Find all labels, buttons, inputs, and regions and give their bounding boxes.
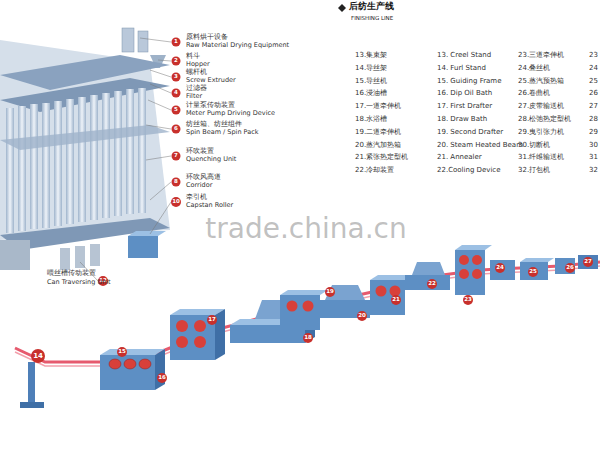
table-cell: 27 [589, 103, 598, 111]
table-cell: 17.一道牵伸机 [355, 103, 401, 111]
table-cell: 20. Steam Heated Beam [437, 142, 523, 150]
table-cell: 16. Dip Oil Bath [437, 90, 492, 98]
table-cell: 15.导丝机 [355, 78, 387, 86]
callout-number: 3 [174, 74, 178, 80]
part-name-en: Quenching Unit [186, 156, 236, 163]
table-cell: 25.蒸汽预热箱 [518, 78, 564, 86]
part-name-en: Capstan Roller [186, 202, 233, 209]
table-cell: 23 [589, 52, 598, 60]
callout-number: 25 [529, 269, 537, 275]
part-name-zh: 原料烘干设备 [186, 34, 228, 41]
table-cell: 18.水浴槽 [355, 116, 387, 124]
table-cell: 26.卷曲机 [518, 90, 550, 98]
machine-callouts [31, 257, 593, 383]
callout-number: 5 [174, 107, 178, 113]
table-cell: 25 [589, 78, 598, 86]
part-name-en: Hopper [186, 61, 210, 68]
table-cell: 13. Creel Stand [437, 52, 491, 60]
table-cell: 26 [589, 90, 598, 98]
callout-number: 6 [174, 126, 178, 132]
table-cell: 30.切断机 [518, 142, 550, 150]
callout-number: 24 [496, 265, 504, 271]
part-name-en: Raw Material Drying Equipment [186, 42, 289, 49]
callout-number: 1 [174, 39, 178, 45]
part-name-en: Screw Extruder [186, 77, 236, 84]
table-cell: 30 [589, 142, 598, 150]
part-name-zh: 环吹装置 [186, 148, 214, 155]
title-bullet [338, 4, 346, 12]
table-cell: 32.打包机 [518, 167, 550, 175]
production-line [15, 245, 600, 408]
table-cell: 31 [589, 154, 598, 162]
callout-number: 23 [464, 297, 472, 303]
callout-number: 26 [566, 265, 574, 271]
callout-number: 4 [174, 90, 178, 96]
part-name-zh: 料斗 [186, 53, 200, 60]
table-cell: 31.纤维输送机 [518, 154, 564, 162]
part-name-zh: 过滤器 [186, 85, 207, 92]
callout-number: 17 [208, 317, 216, 323]
table-cell: 22.冷却装置 [355, 167, 394, 175]
table-cell: 24 [589, 65, 598, 73]
callout-number: 16 [158, 375, 166, 381]
part-name-en: Spin Beam / Spin Pack [186, 129, 259, 136]
table-cell: 28 [589, 116, 598, 124]
part-name-en: Filter [186, 93, 202, 100]
table-cell: 23.三道牵伸机 [518, 52, 564, 60]
table-cell: 29 [589, 129, 598, 137]
spinning-tower [0, 28, 170, 270]
part-name-zh: 喂丝槽传动装置 [47, 270, 96, 277]
table-cell: 18. Draw Bath [437, 116, 487, 124]
table-cell: 14.导丝架 [355, 65, 387, 73]
table-cell: 28.松弛热定型机 [518, 116, 571, 124]
callout-number: 15 [118, 349, 126, 355]
table-cell: 19.二道牵伸机 [355, 129, 401, 137]
callout-number: 8 [174, 179, 178, 185]
table-cell: 16.浸油槽 [355, 90, 387, 98]
callout-number: 10 [172, 199, 180, 205]
table-cell: 21. Annealer [437, 154, 482, 162]
part-name-zh: 计量泵传动装置 [186, 102, 235, 109]
part-name-en: Can Traversing Unit [47, 279, 111, 286]
table-cell: 21.紧张热定型机 [355, 154, 408, 162]
callout-number: 18 [304, 335, 312, 341]
callout-number: 20 [358, 313, 366, 319]
callout-number: 21 [392, 297, 400, 303]
table-cell: 22.Cooling Device [437, 167, 501, 175]
table-cell: 29.曳引张力机 [518, 129, 564, 137]
part-name-zh: 牵引机 [186, 194, 207, 201]
callout-number: 2 [174, 58, 178, 64]
table-cell: 27.皮带输送机 [518, 103, 564, 111]
callout-number: 22 [428, 281, 436, 287]
callout-number: 14 [33, 353, 43, 360]
subtitle: FINISHING LINE [351, 15, 393, 21]
callout-number: 27 [584, 259, 592, 265]
part-name-en: Corridor [186, 182, 212, 189]
table-cell: 14. Furl Stand [437, 65, 486, 73]
part-name-zh: 环吹风高道 [186, 174, 221, 181]
table-cell: 13.集束架 [355, 52, 387, 60]
callout-number: 7 [174, 153, 178, 159]
part-name-en: Meter Pump Driving Device [186, 110, 275, 117]
watermark: trade.china.cn [205, 215, 406, 243]
leader-lines [80, 38, 171, 281]
table-cell: 19. Second Drafter [437, 129, 503, 137]
watermark-backdrop [196, 214, 416, 244]
table-cell: 24.叠丝机 [518, 65, 550, 73]
part-name-zh: 螺杆机 [186, 69, 207, 76]
table-cell: 17. First Drafter [437, 103, 492, 111]
table-cell: 15. Guiding Frame [437, 78, 501, 86]
callout-circles [98, 38, 181, 287]
callout-number: 19 [326, 289, 334, 295]
table-cell: 32 [589, 167, 598, 175]
part-name-zh: 纺丝箱、纺丝组件 [186, 121, 242, 128]
table-cell: 20.蒸汽加热箱 [355, 142, 401, 150]
title: 后纺生产线 [349, 2, 394, 12]
